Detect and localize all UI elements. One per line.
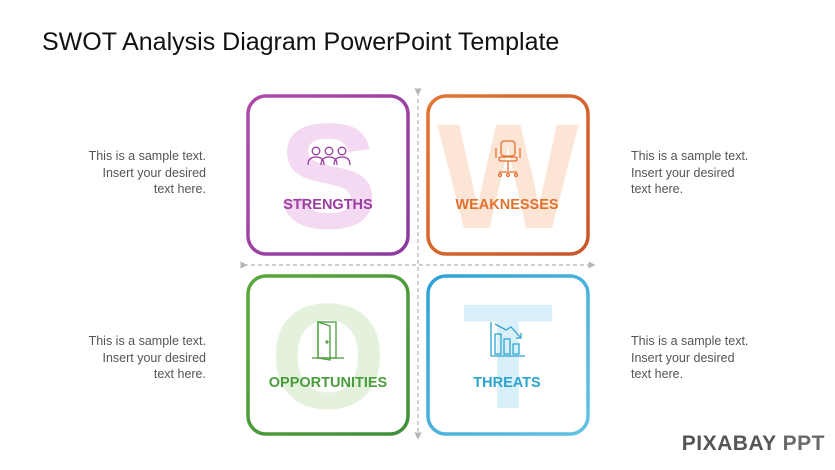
weaknesses-side-text: This is a sample text. Insert your desir… xyxy=(631,148,781,198)
threats-box xyxy=(426,274,590,436)
side-text-line: text here. xyxy=(631,367,684,381)
side-text-line: This is a sample text. xyxy=(631,334,749,348)
slide-title: SWOT Analysis Diagram PowerPoint Templat… xyxy=(42,28,560,56)
opportunities-box xyxy=(246,274,410,436)
letter-s: S xyxy=(278,92,378,260)
opportunities-label: OPPORTUNITIES xyxy=(269,375,388,391)
side-text-line: text here. xyxy=(153,182,206,196)
watermark-part1: PIXABAY xyxy=(681,432,777,455)
side-text-line: text here. xyxy=(631,182,684,196)
open-door-icon xyxy=(312,321,344,361)
strengths-label: STRENGTHS xyxy=(283,197,373,213)
weaknesses-box xyxy=(426,94,590,256)
side-text-line: Insert your desired xyxy=(631,350,735,365)
people-group-icon xyxy=(307,146,351,166)
side-text-line: This is a sample text. xyxy=(88,149,206,163)
office-chair-icon xyxy=(495,140,521,178)
watermark-part2: PPT xyxy=(782,432,825,455)
threats-side-text: This is a sample text. Insert your desir… xyxy=(631,333,781,383)
side-text-line: Insert your desired xyxy=(102,165,206,180)
threats-label: THREATS xyxy=(473,375,541,391)
side-text-line: Insert your desired xyxy=(631,165,735,180)
declining-chart-icon xyxy=(490,322,525,357)
opportunities-side-text: This is a sample text. Insert your desir… xyxy=(56,333,206,383)
side-text-line: text here. xyxy=(153,367,206,381)
letter-o: O xyxy=(270,272,387,440)
pixabay-watermark: PIXABAY PPT xyxy=(682,432,825,456)
strengths-side-text: This is a sample text. Insert your desir… xyxy=(56,148,206,198)
side-text-line: This is a sample text. xyxy=(631,149,749,163)
side-text-line: This is a sample text. xyxy=(88,334,206,348)
side-text-line: Insert your desired xyxy=(102,350,206,365)
strengths-box xyxy=(246,94,410,256)
weaknesses-label: WEAKNESSES xyxy=(455,197,558,213)
